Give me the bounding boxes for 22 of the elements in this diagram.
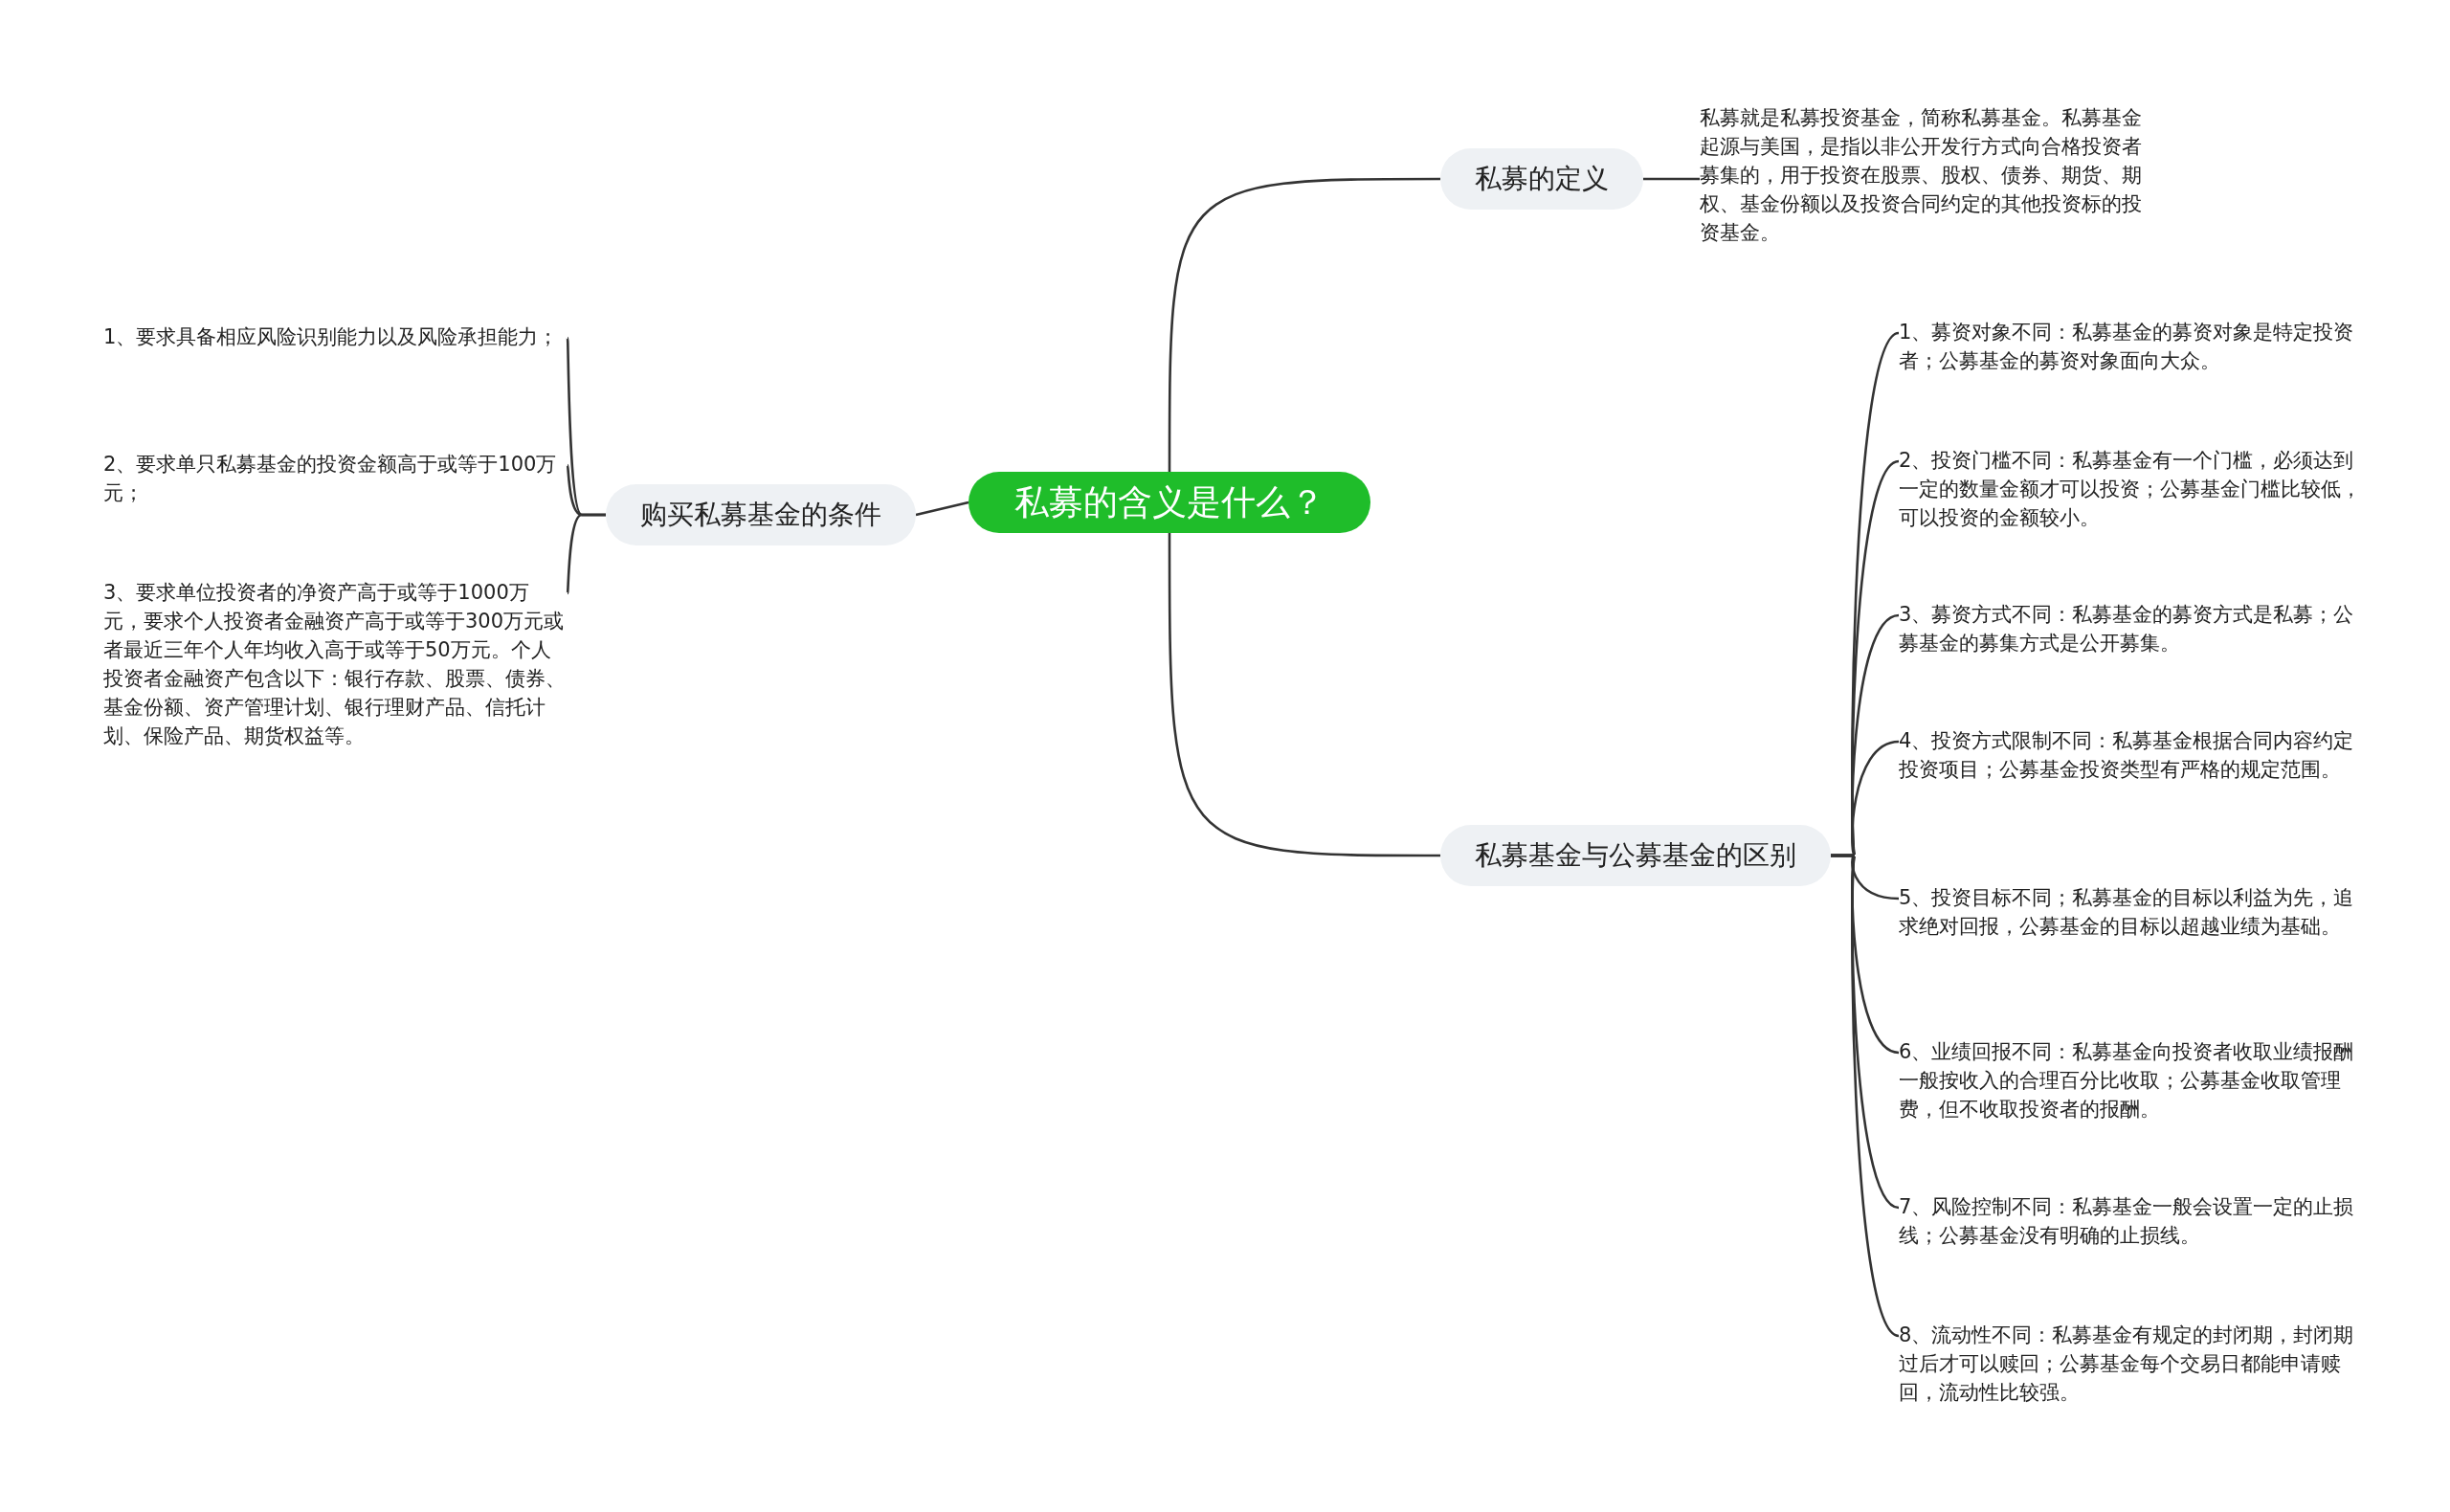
note-text: 2、要求单只私募基金的投资金额高于或等于100万元； <box>103 450 568 507</box>
note-text: 6、业绩回报不同：私募基金向投资者收取业绩报酬一般按收入的合理百分比收取；公募基金收取管理费，但不收取投资者的报酬。 <box>1899 1037 2368 1123</box>
connector-line <box>1831 854 1900 1337</box>
central-topic: 私募的含义是什么？ <box>969 472 1370 533</box>
connector-line <box>1168 177 1440 472</box>
note-text: 1、要求具备相应风险识别能力以及风险承担能力； <box>103 322 568 351</box>
note-text: 3、募资方式不同：私募基金的募资方式是私募；公募基金的募集方式是公开募集。 <box>1899 600 2368 657</box>
connector-line <box>566 513 606 594</box>
branch-topic: 购买私募基金的条件 <box>606 484 916 545</box>
connector-line <box>1168 533 1440 857</box>
note-text: 3、要求单位投资者的净资产高于或等于1000万元，要求个人投资者金融资产高于或等于300万元或者最近三年个人年均收入高于或等于50万元。个人投资者金融资产包含以下：银行存款、股票、债券、基金份额、资产管理计划、银行理财产品、信托计划、保险产品、期货权益等。 <box>103 578 568 750</box>
note-text: 4、投资方式限制不同：私募基金根据合同内容约定投资项目；公募基金投资类型有严格的规定范围。 <box>1899 726 2368 784</box>
note-text: 1、募资对象不同：私募基金的募资对象是特定投资者；公募基金的募资对象面向大众。 <box>1899 318 2368 375</box>
branch-topic: 私募基金与公募基金的区别 <box>1440 825 1831 886</box>
note-text: 8、流动性不同：私募基金有规定的封闭期，封闭期过后才可以赎回；公募基金每个交易日都能申请赎回，流动性比较强。 <box>1899 1321 2368 1407</box>
note-text: 私募就是私募投资基金，简称私募基金。私募基金起源与美国，是指以非公开发行方式向合格投资者募集的，用于投资在股票、股权、债券、期货、期权、基金份额以及投资合同约定的其他投资标的投资基金。 <box>1700 103 2159 247</box>
note-text: 7、风险控制不同：私募基金一般会设置一定的止损线；公募基金没有明确的止损线。 <box>1899 1192 2368 1250</box>
connector-line <box>915 500 969 517</box>
connector-line <box>1643 177 1700 181</box>
note-text: 2、投资门槛不同：私募基金有一个门槛，必须达到一定的数量金额才可以投资；公募基金门槛比较低，可以投资的金额较小。 <box>1899 446 2368 532</box>
branch-topic: 私募的定义 <box>1440 148 1643 210</box>
note-text: 5、投资目标不同；私募基金的目标以利益为先，追求绝对回报，公募基金的目标以超越业绩为基础。 <box>1899 883 2368 941</box>
